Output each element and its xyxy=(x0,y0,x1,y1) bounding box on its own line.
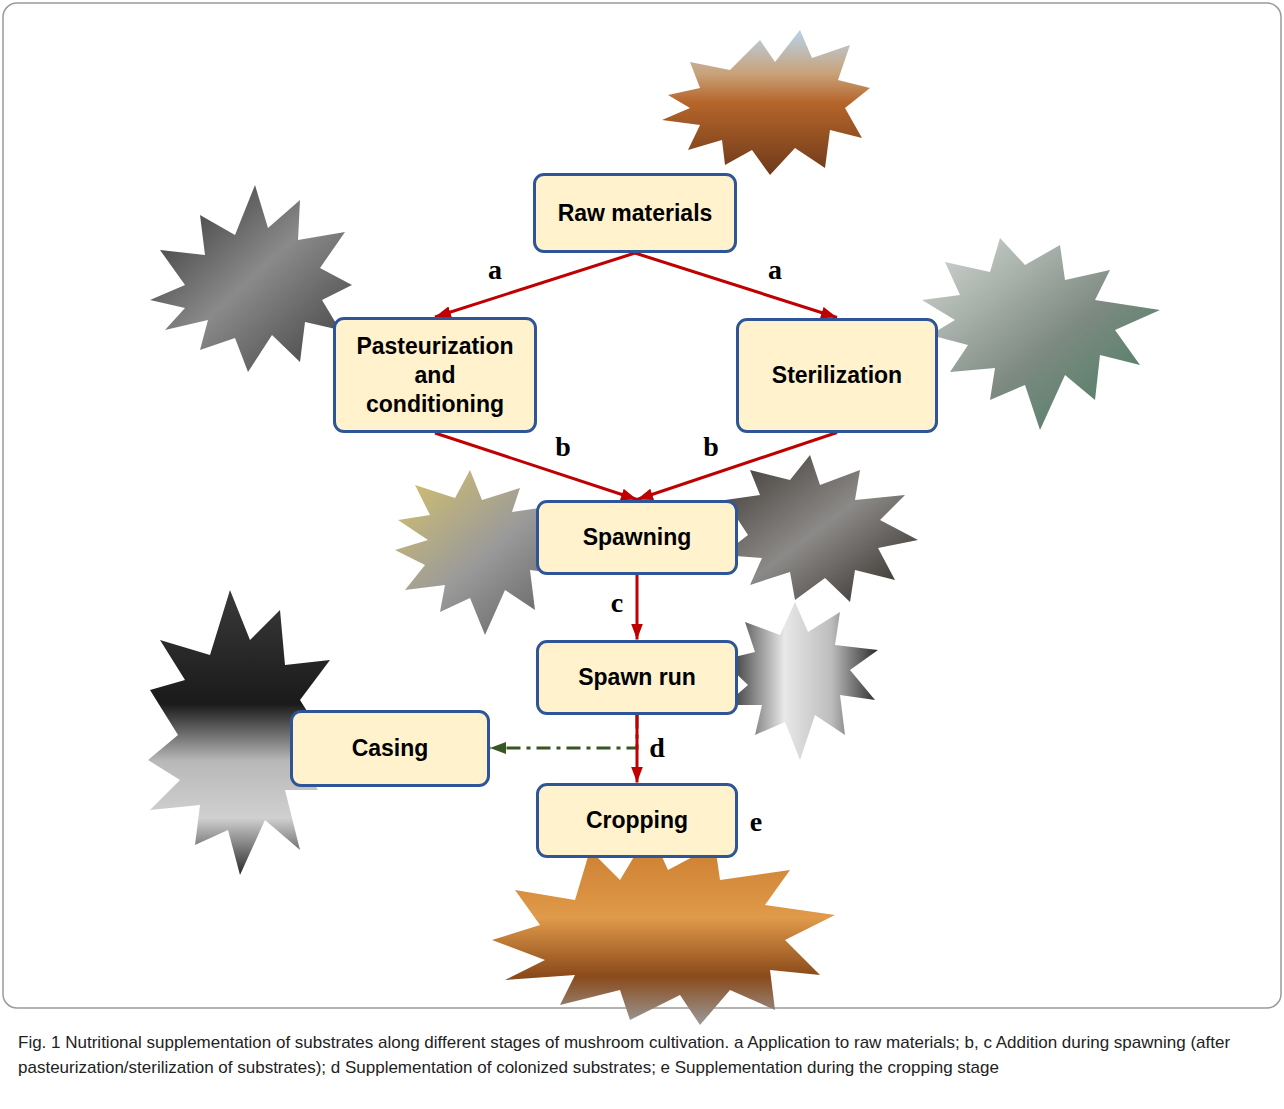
process-box: Sterilization xyxy=(736,318,938,433)
figure-frame xyxy=(3,3,1281,1008)
photo-mushrooms xyxy=(492,830,835,1025)
box-label: Cropping xyxy=(586,806,688,835)
process-box: Spawn run xyxy=(536,640,738,715)
flow-arrow xyxy=(435,253,635,317)
dashed-arrow xyxy=(490,715,637,749)
process-box: Casing xyxy=(290,710,490,787)
step-letter: a xyxy=(768,255,782,285)
flow-arrow xyxy=(635,253,837,318)
step-letter: c xyxy=(611,588,623,618)
process-box: Spawning xyxy=(536,500,738,575)
box-label: Spawning xyxy=(583,523,692,552)
step-letter: a xyxy=(488,255,502,285)
photo-pasteurization xyxy=(150,185,352,372)
flow-arrow xyxy=(637,433,837,500)
photo-spawning xyxy=(722,455,918,602)
box-label: Casing xyxy=(352,734,429,763)
flow-arrow xyxy=(636,715,639,783)
figure-caption: Fig. 1 Nutritional supplementation of su… xyxy=(18,1030,1266,1080)
photo-raw-materials xyxy=(662,30,870,175)
process-box: Cropping xyxy=(536,783,738,858)
box-label: Sterilization xyxy=(772,361,902,390)
step-letter: d xyxy=(649,733,665,763)
photo-mycelium xyxy=(722,602,878,760)
flow-arrow xyxy=(435,433,637,500)
flow-arrow xyxy=(636,575,639,640)
process-box: Raw materials xyxy=(533,173,737,253)
box-label: Spawn run xyxy=(578,663,696,692)
process-box: Pasteurization and conditioning xyxy=(333,317,537,433)
step-letter: b xyxy=(555,432,571,462)
step-letter: b xyxy=(703,432,719,462)
photo-sterilization xyxy=(922,238,1160,430)
step-letter: e xyxy=(750,807,762,837)
box-label: Pasteurization and conditioning xyxy=(344,332,526,419)
box-label: Raw materials xyxy=(558,199,713,228)
